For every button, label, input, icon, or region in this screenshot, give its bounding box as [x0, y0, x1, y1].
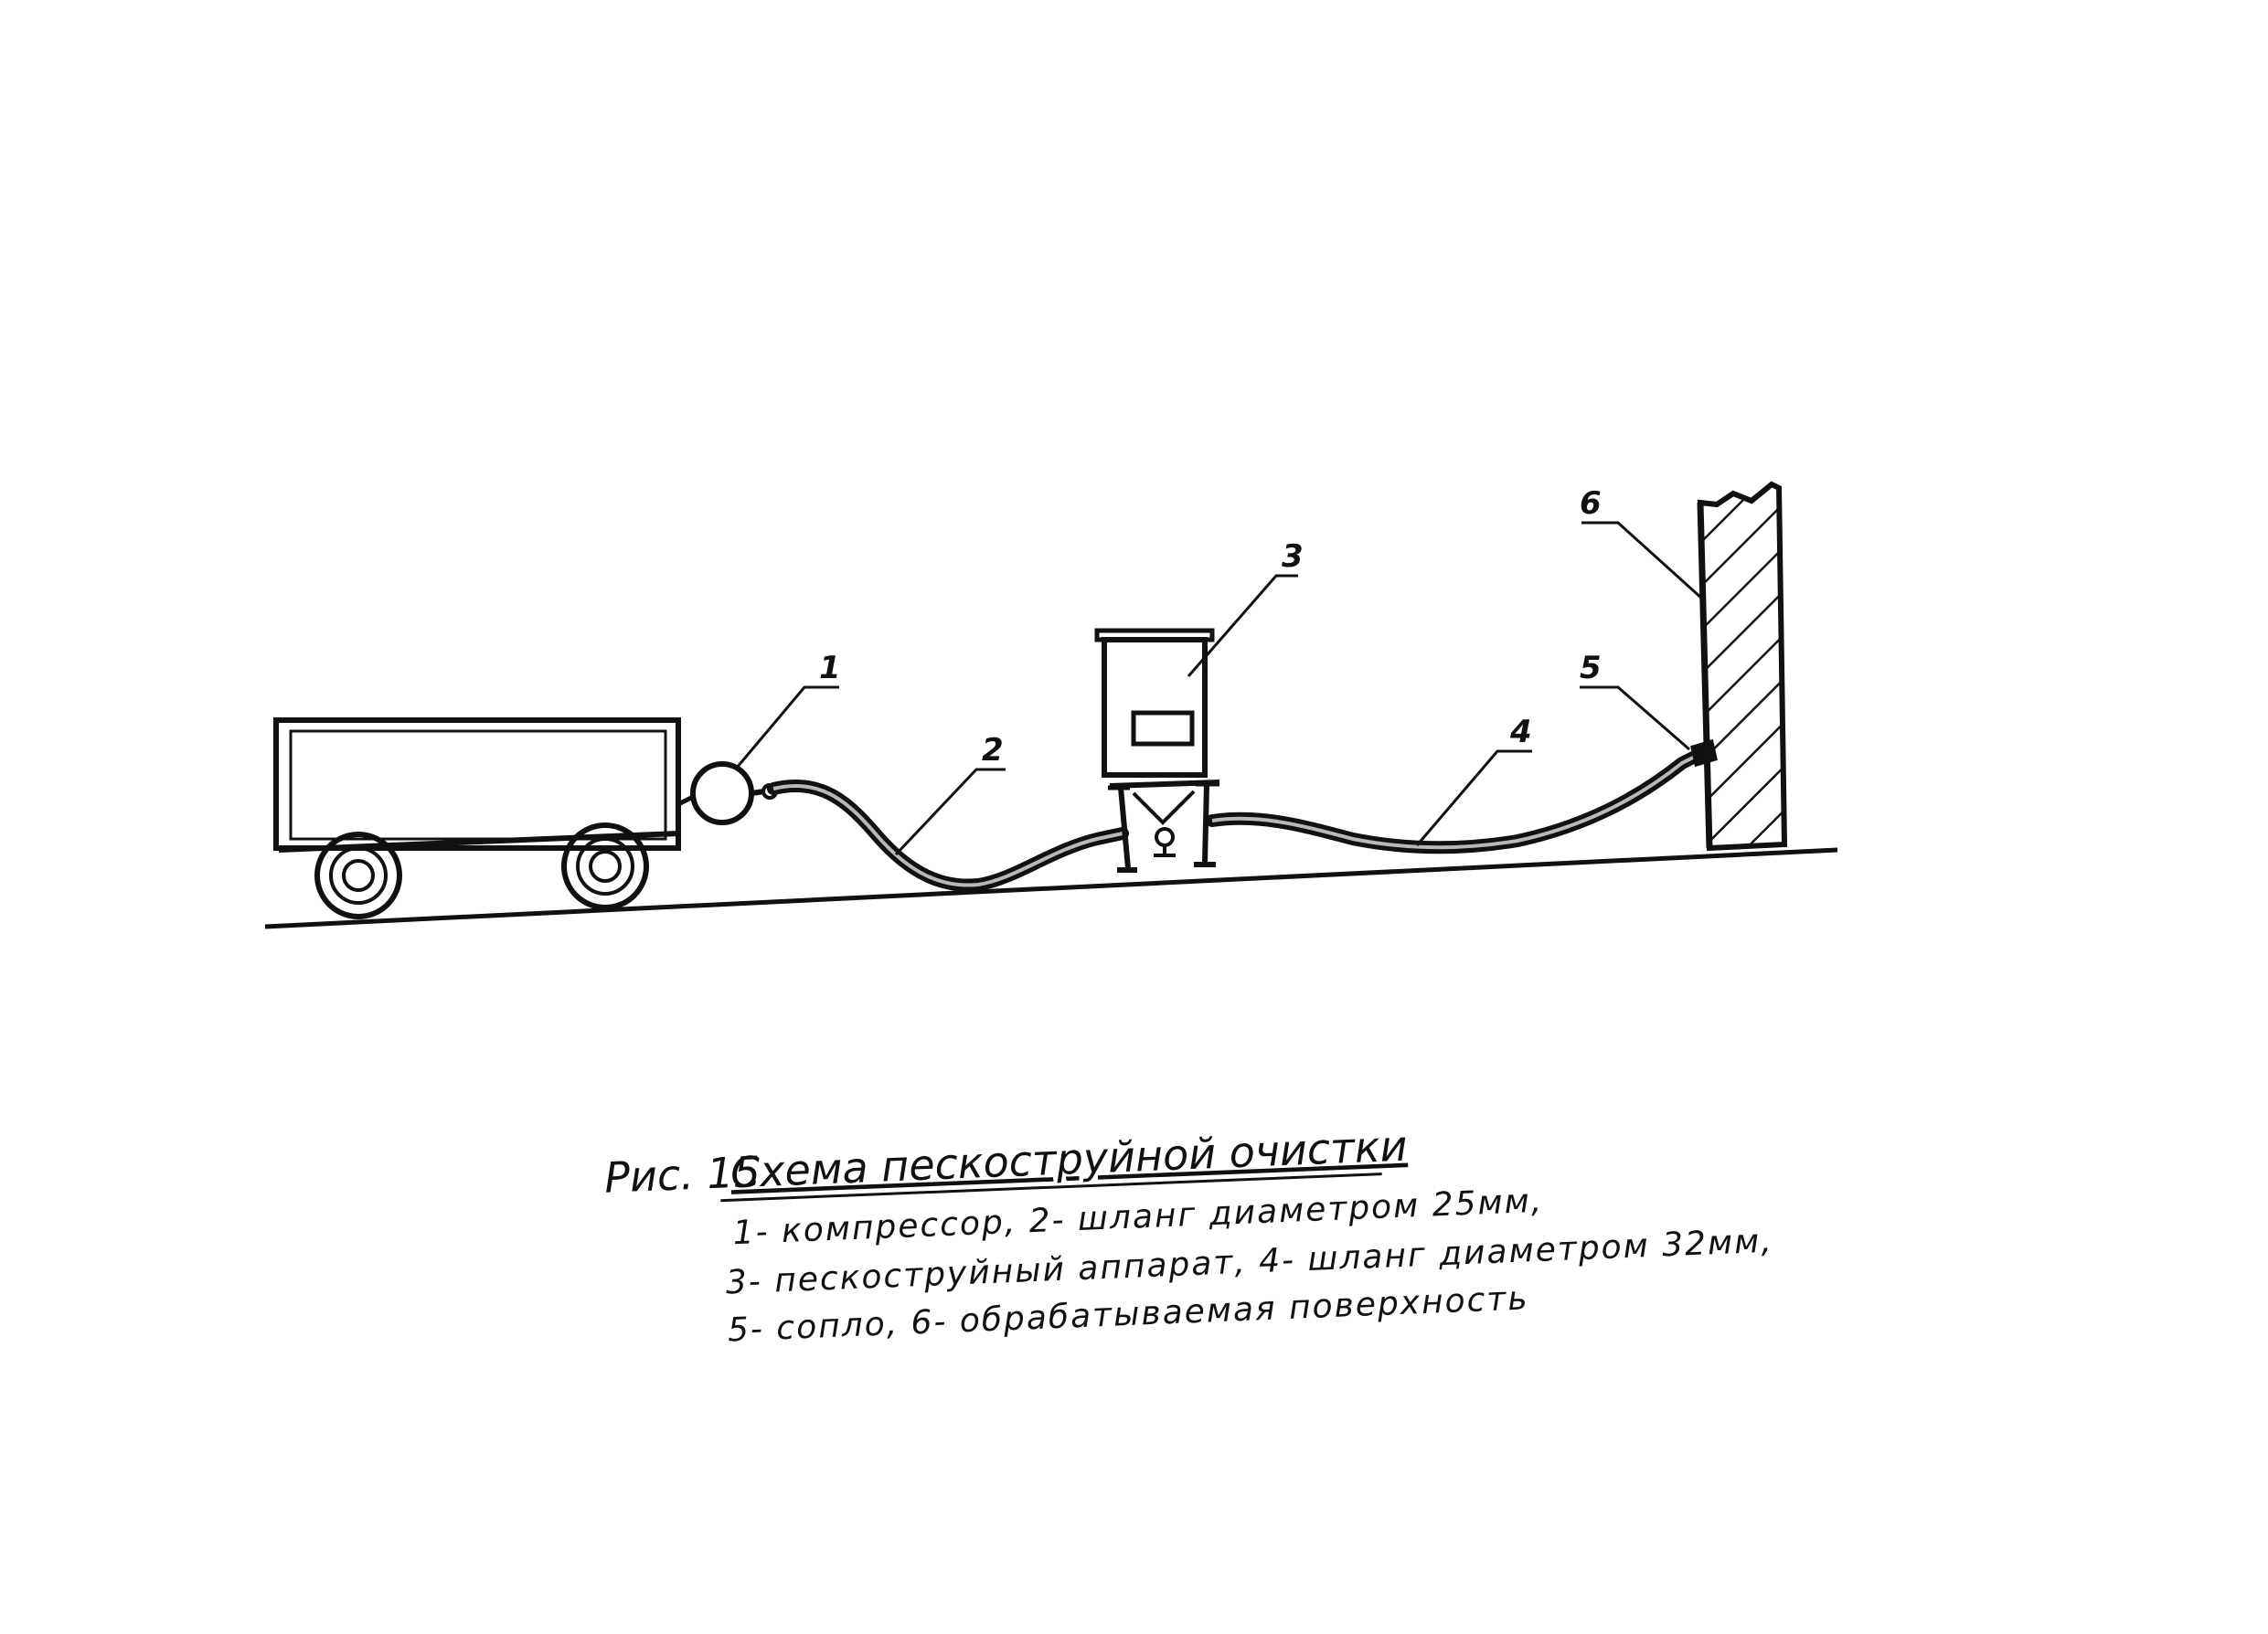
- label-2: 2: [982, 732, 1004, 769]
- ground-line: [264, 847, 1838, 929]
- leader-4: [1415, 749, 1532, 846]
- leader-2: [894, 768, 1006, 856]
- leader-6: [1581, 521, 1704, 600]
- leader-5: [1580, 685, 1690, 751]
- label-1: 1: [819, 650, 841, 686]
- treated-surface: [1697, 481, 1788, 852]
- label-6: 6: [1580, 485, 1602, 522]
- leader-lines: [735, 521, 1704, 856]
- figure-caption: Рис. 15 Схема пескоструйной очистки 1- к…: [603, 1121, 1773, 1350]
- compressor: [690, 761, 778, 825]
- trailer-hitch: [676, 794, 695, 807]
- leader-1: [735, 685, 839, 769]
- trailer-wheel-left: [314, 832, 402, 919]
- caption-prefix: Рис. 15: [603, 1147, 761, 1203]
- label-4: 4: [1509, 714, 1532, 750]
- leader-3: [1187, 574, 1298, 677]
- part-labels: 1 2 3 4 5 6: [819, 485, 1602, 769]
- label-5: 5: [1580, 650, 1602, 686]
- sandblast-apparatus: [1094, 628, 1220, 873]
- trailer: [273, 717, 695, 919]
- trailer-body-inner: [289, 729, 667, 841]
- label-3: 3: [1282, 538, 1304, 575]
- trailer-frame: [278, 831, 679, 853]
- caption-underline: [720, 1172, 1382, 1203]
- trailer-wheel-right: [561, 822, 649, 910]
- apparatus-panel: [1131, 710, 1195, 747]
- trailer-body-outer: [273, 717, 681, 851]
